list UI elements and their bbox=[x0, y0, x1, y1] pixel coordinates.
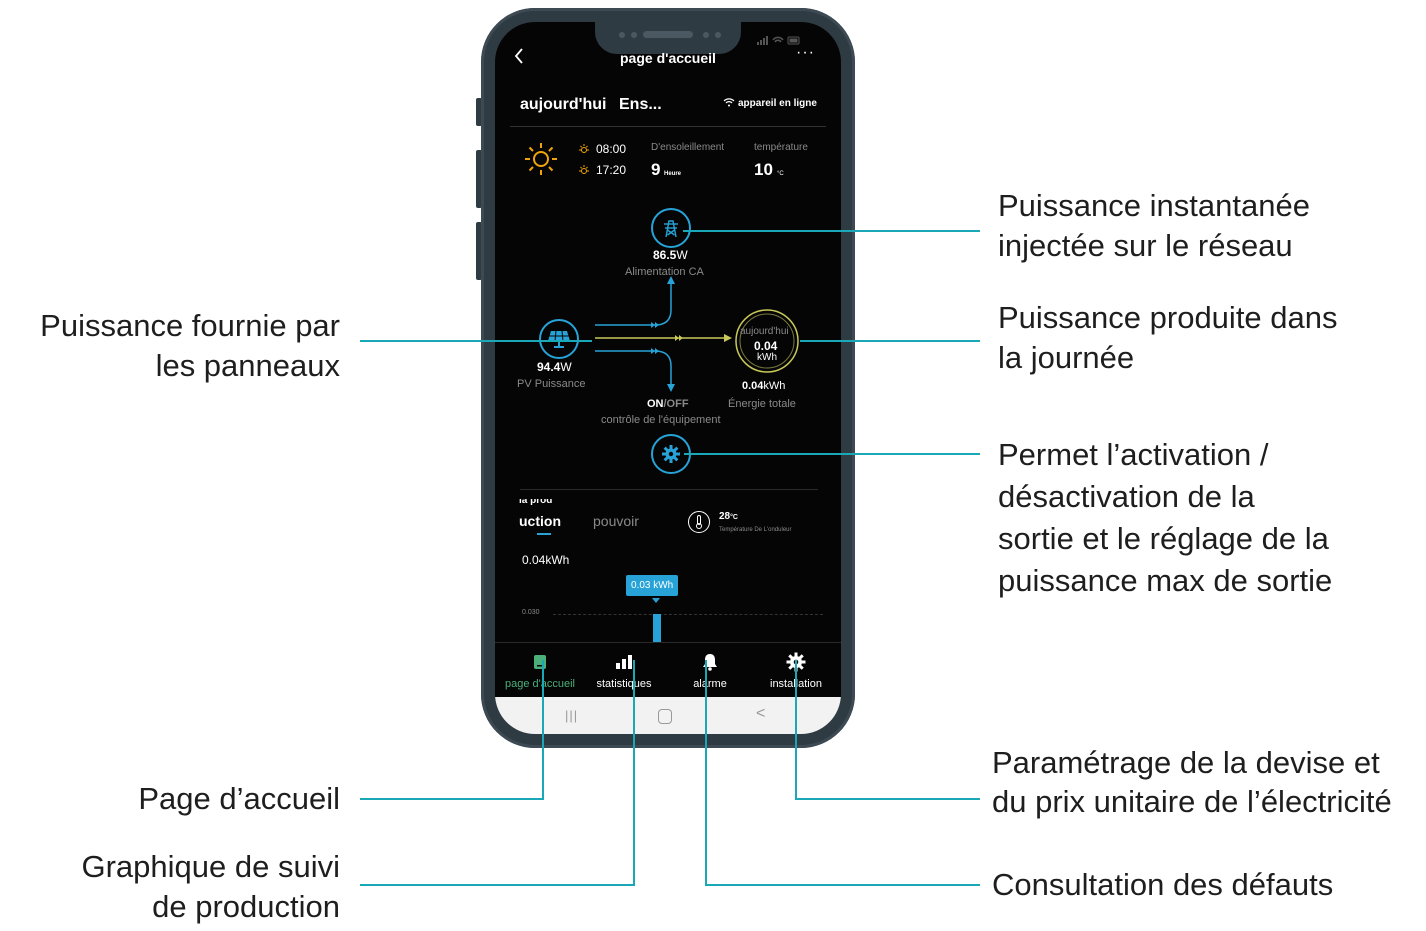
nav-statistics[interactable]: statistiques bbox=[581, 651, 667, 690]
solar-panel-icon bbox=[539, 319, 579, 359]
total-energy-value: 0.04kWh bbox=[742, 380, 786, 392]
chart-ylabel: 0.04kWh bbox=[522, 553, 570, 567]
back-chevron-icon[interactable] bbox=[514, 48, 524, 64]
power-flow-diagram bbox=[595, 276, 799, 392]
bottom-navigation: page d'accueil statistiques alarme insta… bbox=[495, 642, 841, 698]
today-ring-value: 0.04 bbox=[754, 339, 778, 353]
sunrise-time: 08:00 bbox=[596, 142, 627, 156]
inverter-temp-value: 28°C bbox=[719, 511, 738, 522]
tab-production-underline bbox=[537, 533, 551, 535]
grid-power-label: Alimentation CA bbox=[625, 266, 704, 278]
pv-power-value: 94.4W bbox=[537, 360, 572, 374]
phone-screen: page d'accueil ··· aujourd'hui Ens... ap… bbox=[495, 22, 841, 734]
sunshine-value: 9 bbox=[651, 160, 661, 179]
system-navigation-bar: ||| < bbox=[495, 697, 841, 734]
phone-volume-up bbox=[476, 150, 482, 208]
inverter-temp-label: Température De L'onduleur bbox=[719, 527, 792, 533]
callout-home-page: Page d’accueil bbox=[138, 781, 340, 816]
phone-notch bbox=[595, 22, 741, 54]
divider bbox=[510, 126, 826, 127]
sunrise-icon bbox=[579, 144, 589, 153]
today-label: aujourd'hui bbox=[520, 96, 607, 113]
status-icons bbox=[757, 36, 800, 45]
back-button[interactable]: < bbox=[756, 705, 766, 722]
chart-gridline bbox=[553, 614, 823, 615]
gear-icon bbox=[662, 445, 680, 463]
tab-production-top: la prod bbox=[519, 499, 553, 506]
online-label: appareil en ligne bbox=[738, 98, 817, 109]
status-title: Ens... bbox=[619, 96, 662, 113]
callout-output-control: Permet l’activation /désactivation de la… bbox=[998, 437, 1333, 598]
chart-tick-label: 0.030 bbox=[522, 609, 540, 616]
tab-production[interactable]: uction bbox=[519, 513, 561, 529]
today-ring-unit: kWh bbox=[757, 352, 777, 363]
bar-chart-icon bbox=[616, 655, 632, 669]
sun-icon bbox=[525, 143, 557, 175]
phone-volume-down bbox=[476, 222, 482, 280]
more-icon[interactable]: ··· bbox=[796, 44, 815, 61]
nav-home-label: page d'accueil bbox=[505, 678, 575, 690]
nav-alarm[interactable]: alarme bbox=[667, 651, 753, 690]
nav-installation[interactable]: installation bbox=[753, 651, 839, 690]
thermometer-icon bbox=[688, 511, 710, 533]
control-label: contrôle de l'équipement bbox=[601, 414, 721, 426]
sunshine-label: D'ensoleillement bbox=[651, 142, 725, 153]
tab-power[interactable]: pouvoir bbox=[593, 513, 639, 529]
today-ring-label: aujourd'hui bbox=[740, 326, 789, 337]
divider bbox=[520, 489, 818, 490]
nav-installation-label: installation bbox=[770, 678, 822, 690]
pv-power-label: PV Puissance bbox=[517, 378, 586, 390]
total-energy-label: Énergie totale bbox=[728, 398, 796, 410]
bell-icon bbox=[703, 654, 717, 671]
temperature-label: température bbox=[754, 142, 808, 153]
nav-alarm-label: alarme bbox=[693, 678, 727, 690]
nav-statistics-label: statistiques bbox=[596, 678, 652, 690]
phone-side-button bbox=[476, 98, 482, 126]
nav-home[interactable]: page d'accueil bbox=[497, 651, 583, 690]
home-icon bbox=[534, 655, 546, 669]
callout-faults: Consultation des défauts bbox=[992, 867, 1334, 902]
wifi-icon bbox=[723, 98, 735, 107]
temperature-unit: °C bbox=[777, 171, 784, 177]
sunset-icon bbox=[579, 165, 589, 174]
recent-apps-button[interactable]: ||| bbox=[565, 708, 579, 723]
chart-bar[interactable] bbox=[653, 614, 661, 642]
gear-icon bbox=[786, 652, 806, 672]
home-circle-icon[interactable] bbox=[658, 709, 672, 724]
control-settings-button[interactable] bbox=[651, 434, 691, 474]
tooltip-pointer bbox=[652, 598, 660, 603]
grid-tower-icon bbox=[651, 208, 691, 248]
page-title: page d'accueil bbox=[620, 50, 716, 66]
sunshine-unit: Heure bbox=[664, 171, 682, 177]
sunset-time: 17:20 bbox=[596, 163, 627, 177]
temperature-value: 10 bbox=[754, 160, 773, 179]
grid-power-value: 86.5W bbox=[653, 248, 688, 262]
on-off-label: ON/OFF bbox=[647, 398, 689, 410]
chart-tooltip: 0.03 kWh bbox=[626, 575, 679, 596]
